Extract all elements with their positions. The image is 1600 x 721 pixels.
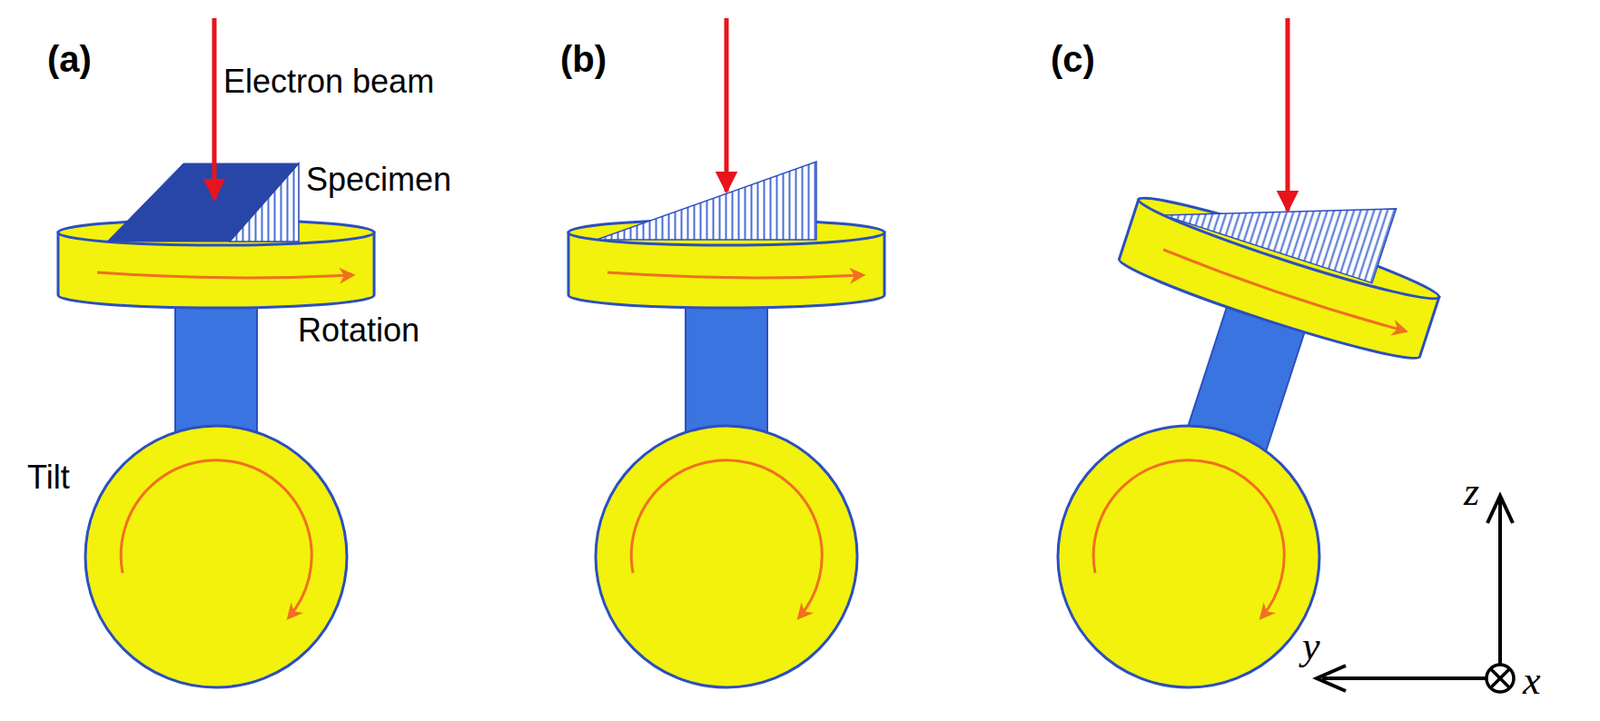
part-label: Tilt	[27, 461, 70, 494]
part-label: Specimen	[306, 163, 452, 197]
panel-label: (c)	[1050, 40, 1096, 78]
panel-label: (a)	[47, 40, 92, 78]
panel-b-holder	[568, 18, 885, 688]
panel-label: (b)	[560, 40, 607, 78]
axis-label: y	[1302, 626, 1321, 667]
part-label: Rotation	[297, 314, 420, 347]
panel-a-holder	[58, 18, 375, 688]
axis-label: x	[1522, 661, 1541, 702]
part-label: Electron beam	[223, 65, 435, 99]
axis-triad	[1316, 495, 1514, 692]
axis-label: z	[1463, 472, 1480, 513]
panel-c-holder	[1057, 18, 1462, 688]
